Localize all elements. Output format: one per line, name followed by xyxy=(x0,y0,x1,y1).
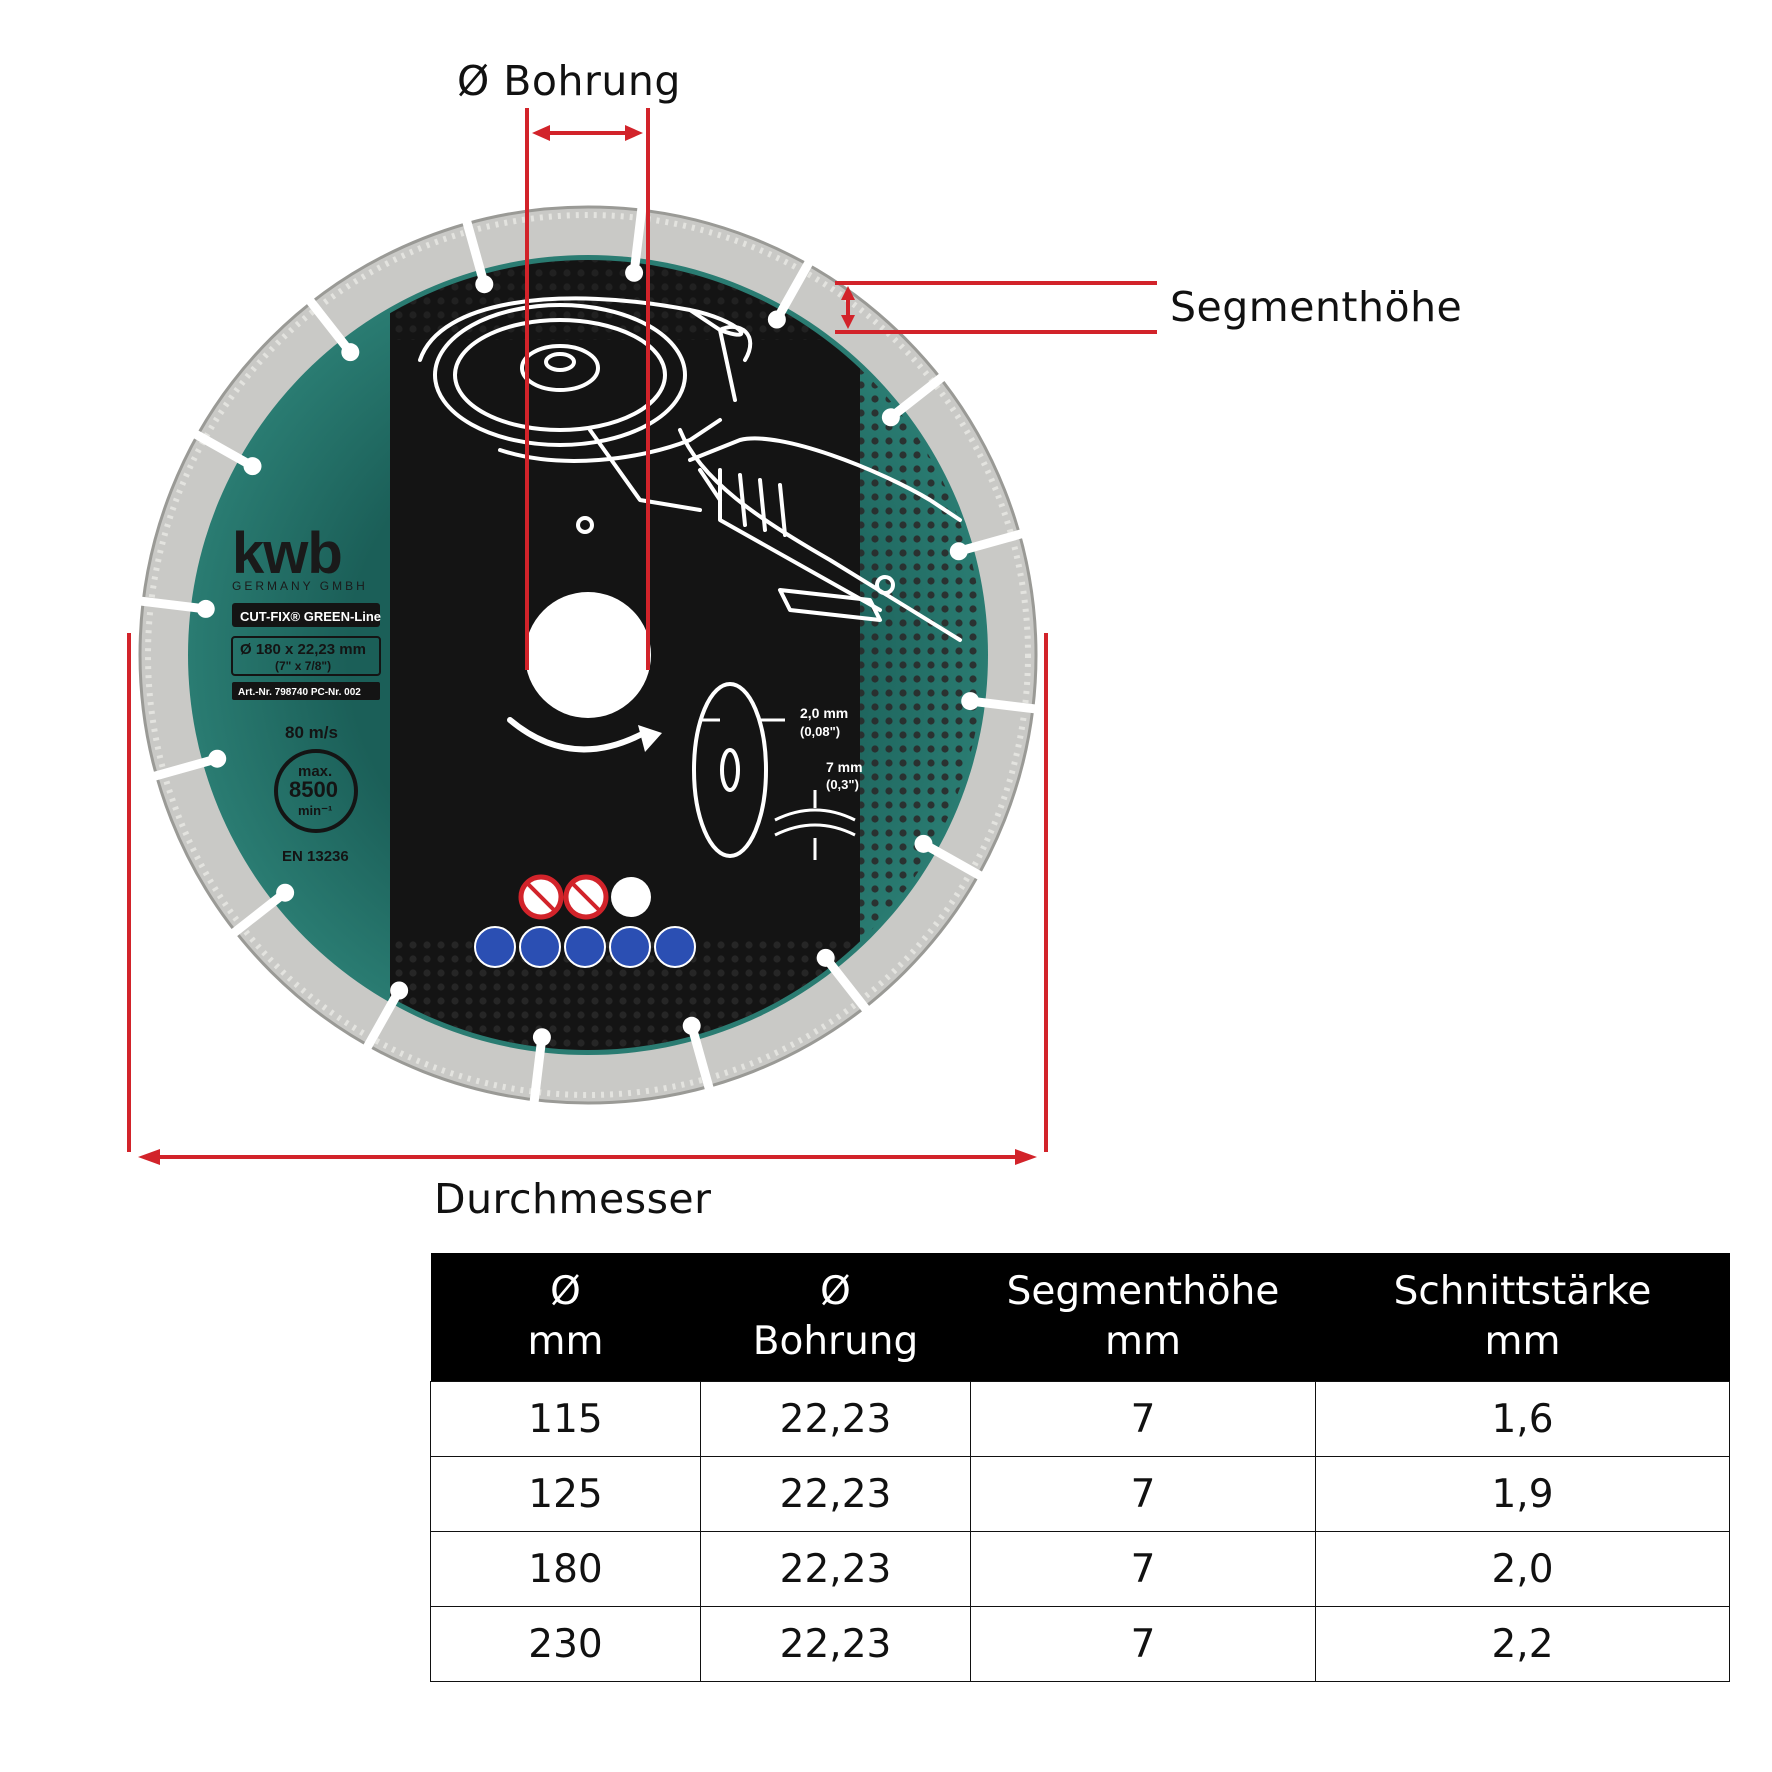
cell-cut-width: 1,9 xyxy=(1315,1456,1730,1532)
thickness-inch: (0,08") xyxy=(800,724,840,739)
cell-diameter: 125 xyxy=(430,1456,701,1532)
gullet-hole xyxy=(767,310,786,329)
gullet-hole xyxy=(682,1016,701,1035)
cell-bore: 22,23 xyxy=(700,1606,971,1682)
table-row: 180 22,23 7 2,0 xyxy=(430,1531,1730,1607)
gullet-hole xyxy=(341,343,360,362)
gullet-slot xyxy=(965,696,1045,714)
gullet-hole xyxy=(961,692,980,711)
gullet-hole xyxy=(625,263,644,282)
cell-diameter: 180 xyxy=(430,1531,701,1607)
bore-label: Ø Bohrung xyxy=(457,57,681,105)
gullet-hole xyxy=(390,981,409,1000)
gullet-slot xyxy=(302,292,355,357)
gullet-hole xyxy=(532,1028,551,1047)
cell-bore: 22,23 xyxy=(700,1381,971,1457)
cell-cut-width: 2,0 xyxy=(1315,1531,1730,1607)
gullet-slot xyxy=(131,596,211,614)
center-bore xyxy=(525,592,651,718)
table-row: 125 22,23 7 1,9 xyxy=(430,1456,1730,1532)
gullet-slot xyxy=(225,888,290,941)
mask-icon xyxy=(609,926,651,968)
gullet-hole xyxy=(243,457,262,476)
cell-segment-height: 7 xyxy=(970,1606,1316,1682)
gullet-slot xyxy=(360,985,404,1056)
table-row: 115 22,23 7 1,6 xyxy=(430,1381,1730,1457)
gullet-hole xyxy=(196,599,215,618)
diameter-label: Durchmesser xyxy=(434,1175,712,1223)
cell-cut-width: 1,6 xyxy=(1315,1381,1730,1457)
cell-diameter: 115 xyxy=(430,1381,701,1457)
safety-icons xyxy=(474,874,696,968)
gullet-slot xyxy=(529,1032,547,1112)
rpm-badge xyxy=(274,749,358,833)
brand-subtitle: GERMANY GMBH xyxy=(232,579,368,593)
thickness-sideview xyxy=(692,682,785,858)
article-number: Art.-Nr. 798740 PC-Nr. 002 xyxy=(238,687,361,698)
segment-height-detail xyxy=(774,790,856,860)
thickness-label: 2,0 mm xyxy=(800,705,848,721)
segment-height-label: 7 mm xyxy=(826,759,863,775)
table-row: 230 22,23 7 2,2 xyxy=(430,1606,1730,1682)
brand-logo: kwb xyxy=(232,521,342,586)
cell-cut-width: 2,2 xyxy=(1315,1606,1730,1682)
rpm-unit: min⁻¹ xyxy=(298,803,332,818)
gullet-slot xyxy=(460,212,489,289)
cell-bore: 22,23 xyxy=(700,1531,971,1607)
gullet-slot xyxy=(772,254,816,325)
cell-segment-height: 7 xyxy=(970,1531,1316,1607)
gloves-icon xyxy=(564,926,606,968)
ear-protection-icon xyxy=(474,926,516,968)
gullet-hole xyxy=(914,834,933,853)
gullet-hole xyxy=(816,948,835,967)
gullet-slot xyxy=(918,839,989,883)
grinder-pictogram-icon xyxy=(611,877,651,917)
cell-bore: 22,23 xyxy=(700,1456,971,1532)
gullet-slot xyxy=(687,1021,716,1098)
gullet-slot xyxy=(886,369,951,422)
cell-segment-height: 7 xyxy=(970,1456,1316,1532)
rotation-arrow-icon xyxy=(507,717,643,753)
cell-segment-height: 7 xyxy=(970,1381,1316,1457)
rpm-value: 8500 xyxy=(289,777,338,802)
disc-size: Ø 180 x 22,23 mm xyxy=(240,641,366,658)
cell-diameter: 230 xyxy=(430,1606,701,1682)
segment-gullets xyxy=(131,198,1045,1112)
gullet-hole xyxy=(949,542,968,561)
angle-grinder-drawing xyxy=(418,296,962,642)
gullet-hole xyxy=(881,408,900,427)
gullet-hole xyxy=(208,749,227,768)
gullet-slot xyxy=(145,754,222,783)
gullet-slot xyxy=(629,198,647,278)
eye-protection-icon xyxy=(519,926,561,968)
gullet-hole xyxy=(276,883,295,902)
read-manual-icon xyxy=(654,926,696,968)
norm: EN 13236 xyxy=(282,848,349,865)
rpm-max-label: max. xyxy=(298,763,332,780)
segment-height-label: Segmenthöhe xyxy=(1170,283,1463,331)
segment-height-inch: (0,3") xyxy=(826,777,859,792)
gullet-slot xyxy=(954,527,1031,556)
product-line: CUT-FIX® GREEN-Line xyxy=(240,609,381,624)
disc-size-inch: (7" x 7/8") xyxy=(275,659,331,673)
gullet-slot xyxy=(821,953,874,1018)
gullet-hole xyxy=(475,275,494,294)
max-speed: 80 m/s xyxy=(285,723,338,742)
gullet-slot xyxy=(187,427,258,471)
